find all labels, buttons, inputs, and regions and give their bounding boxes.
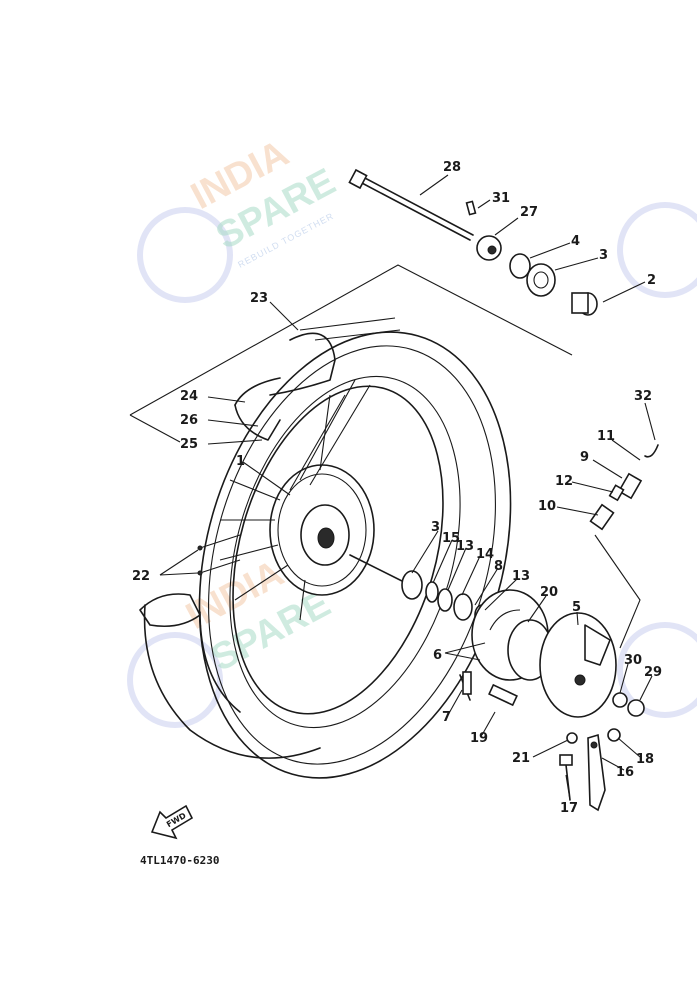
- label-15: 15: [442, 531, 460, 546]
- label-23: 23: [250, 291, 268, 306]
- label-25: 25: [180, 437, 198, 452]
- label-9: 9: [580, 450, 589, 465]
- label-28: 28: [443, 160, 461, 175]
- speedometer-drive: [589, 444, 659, 531]
- label-26: 26: [180, 413, 198, 428]
- label-29: 29: [644, 665, 662, 680]
- leader-lines: [159, 174, 656, 801]
- label-13-lower: 13: [512, 569, 530, 584]
- watermark-top: INDIA SPARE REBUILD TOGETHER: [137, 132, 342, 303]
- label-3-mid: 3: [431, 520, 440, 535]
- label-1: 1: [236, 454, 245, 469]
- inner-tube: [139, 332, 336, 628]
- label-17: 17: [560, 801, 578, 816]
- part-labels: 28 31 27 4 3 2 23 24 26 25 1 22 32 11 9 …: [132, 160, 662, 816]
- label-27: 27: [520, 205, 538, 220]
- label-5: 5: [572, 600, 581, 615]
- label-32: 32: [634, 389, 652, 404]
- exploded-guidelines: [129, 264, 641, 649]
- forward-arrow-icon: FWD: [150, 804, 194, 840]
- label-12: 12: [555, 474, 573, 489]
- diagram-code: 4TL1470-6230: [140, 854, 219, 867]
- hub-assembly: [219, 379, 411, 621]
- label-2: 2: [647, 273, 656, 288]
- label-4: 4: [571, 234, 580, 249]
- label-10: 10: [538, 499, 556, 514]
- label-8: 8: [494, 559, 503, 574]
- label-6: 6: [433, 648, 442, 663]
- label-31: 31: [492, 191, 510, 206]
- label-18: 18: [636, 752, 654, 767]
- brake-plate: [539, 612, 617, 718]
- label-3-top: 3: [599, 248, 608, 263]
- brake-cam-lever: [459, 671, 645, 812]
- axle-assembly: [348, 168, 598, 316]
- label-16: 16: [616, 765, 634, 780]
- label-14: 14: [476, 547, 494, 562]
- label-20: 20: [540, 585, 558, 600]
- tyre: [143, 317, 512, 779]
- label-7: 7: [442, 710, 451, 725]
- watermark-right: [617, 202, 697, 718]
- label-13-upper: 13: [456, 539, 474, 554]
- label-21: 21: [512, 751, 530, 766]
- label-30: 30: [624, 653, 642, 668]
- label-22: 22: [132, 569, 150, 584]
- spoke-nipples: [197, 534, 241, 576]
- label-24: 24: [180, 389, 198, 404]
- label-19: 19: [470, 731, 488, 746]
- label-11: 11: [597, 429, 615, 444]
